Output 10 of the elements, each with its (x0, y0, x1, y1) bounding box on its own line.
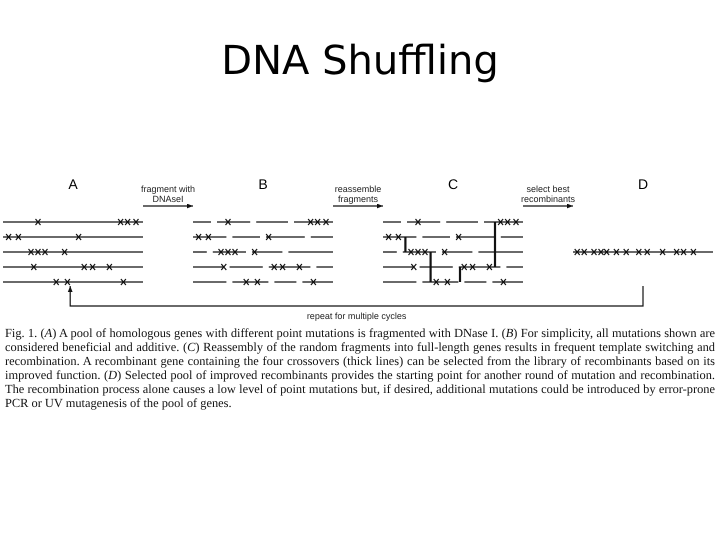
figure-caption: Fig. 1. (A) A pool of homologous genes with different point mutations is fragmented with DNase I. (B) For simplicity, all mutations shown are considered beneficial and additive. (C) Reassembly of the random fragments into full-length genes results in frequent template switching and recombination. A recombinant gene containing the four crossovers (thick lines) can be selected from the library of recombinants based on its improved function. (D) Selected pool of improved recombinants provides the starting point for another round of mutation and recombination. The recombination process alone causes a low level of point mutations but, if desired, additional mutations could be introduced by error-prone PCR or UV mutagenesis of the pool of genes. (5, 326, 715, 410)
panel-letter: C (446, 176, 460, 192)
panel-letter: B (257, 176, 269, 192)
title: DNA Shuffling (220, 38, 500, 84)
arrow (68, 286, 644, 307)
panel-letter: A (67, 176, 79, 192)
arrow (143, 204, 193, 208)
panel-letter: D (636, 176, 650, 192)
arrow (333, 204, 383, 208)
arrow (523, 204, 573, 208)
